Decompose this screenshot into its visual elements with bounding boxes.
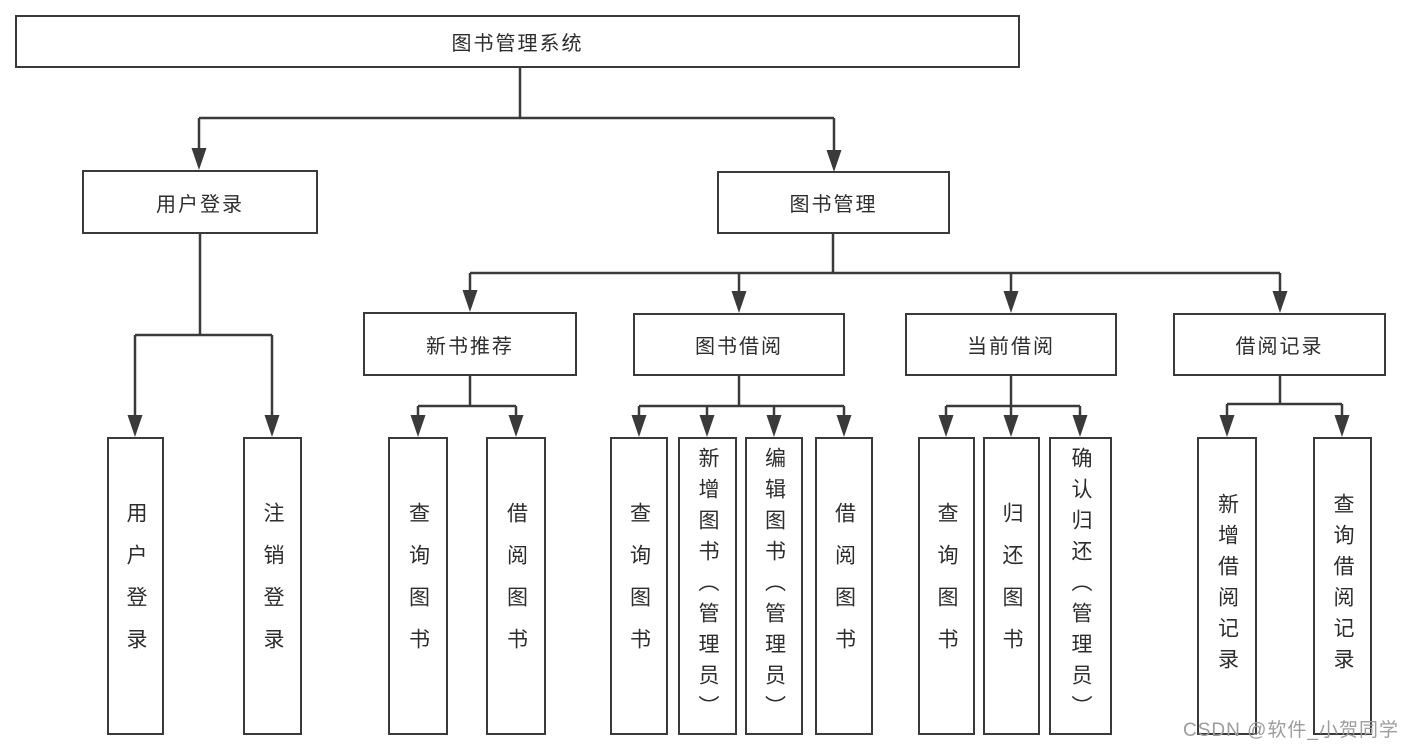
node-root-system-label: 图书管理系统: [451, 33, 584, 55]
csdn-watermark: CSDN @软件_小贺同学: [1183, 720, 1399, 741]
node-current-borrowing: 当前借阅: [905, 313, 1117, 376]
node-leaf-edit-book-admin-label: 编辑图书（管理员）: [762, 446, 786, 726]
node-leaf-query-borrow-record: 查询借阅记录: [1313, 437, 1372, 735]
arrowhead-icons: [127, 148, 1350, 437]
node-leaf-query-book-current-label: 查询图书: [935, 502, 958, 670]
node-borrowing-records-label: 借阅记录: [1235, 336, 1324, 358]
node-leaf-add-book-admin: 新增图书（管理员）: [678, 437, 737, 735]
node-user-login-label: 用户登录: [156, 193, 244, 216]
node-leaf-borrow-book: 借阅图书: [815, 437, 873, 735]
node-leaf-borrow-book-recommend: 借阅图书: [486, 437, 546, 735]
node-leaf-edit-book-admin: 编辑图书（管理员）: [745, 437, 803, 735]
node-leaf-query-borrow-record-label: 查询借阅记录: [1331, 493, 1354, 679]
node-user-login: 用户登录: [82, 170, 318, 234]
node-leaf-logout-label: 注销登录: [261, 502, 284, 670]
node-book-management-label: 图书管理: [789, 194, 878, 216]
node-leaf-user-login-label: 用户登录: [124, 502, 147, 670]
node-borrowing-records: 借阅记录: [1173, 313, 1386, 376]
node-book-management: 图书管理: [717, 171, 950, 234]
node-current-borrowing-label: 当前借阅: [967, 336, 1055, 358]
node-leaf-logout: 注销登录: [243, 437, 302, 735]
node-leaf-return-book: 归还图书: [983, 437, 1040, 735]
node-leaf-borrow-book-label: 借阅图书: [832, 502, 856, 670]
node-leaf-return-book-label: 归还图书: [1000, 502, 1023, 670]
node-leaf-add-borrow-record-label: 新增借阅记录: [1215, 493, 1239, 679]
node-root-system: 图书管理系统: [15, 15, 1020, 68]
node-leaf-add-book-admin-label: 新增图书（管理员）: [696, 446, 719, 726]
node-leaf-borrow-book-recommend-label: 借阅图书: [504, 502, 528, 670]
node-leaf-user-login: 用户登录: [107, 437, 164, 735]
node-leaf-query-book-current: 查询图书: [918, 437, 975, 735]
node-book-borrowing: 图书借阅: [633, 313, 845, 376]
node-leaf-confirm-return-admin-label: 确认归还（管理员）: [1069, 446, 1092, 726]
node-leaf-query-book-recommend-label: 查询图书: [406, 502, 430, 670]
node-leaf-query-book-recommend: 查询图书: [388, 437, 448, 735]
node-new-book-recommend: 新书推荐: [363, 312, 577, 376]
node-leaf-query-book-borrowing: 查询图书: [610, 437, 668, 735]
node-leaf-confirm-return-admin: 确认归还（管理员）: [1049, 437, 1112, 735]
node-leaf-add-borrow-record: 新增借阅记录: [1197, 437, 1257, 735]
node-book-borrowing-label: 图书借阅: [695, 336, 783, 358]
node-leaf-query-book-borrowing-label: 查询图书: [627, 502, 651, 670]
node-new-book-recommend-label: 新书推荐: [426, 335, 514, 358]
